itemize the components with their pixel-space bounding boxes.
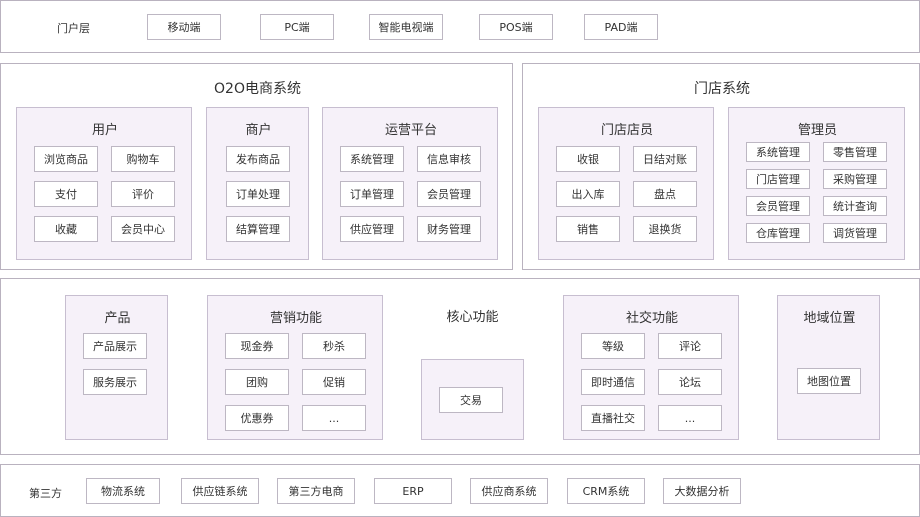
admin-stats-query: 统计查询 [823,196,887,216]
clerk-checkout: 收银 [556,146,620,172]
third-party-logistics: 物流系统 [86,478,160,504]
clerk-return-exchange: 退换货 [633,216,697,242]
admin-purchase-mgmt: 采购管理 [823,169,887,189]
merchant-settlement: 结算管理 [226,216,290,242]
store-admin-group: 管理员 系统管理 零售管理 门店管理 采购管理 会员管理 统计查询 仓库管理 调… [728,107,905,260]
portal-layer: 门户层 移动端 PC端 智能电视端 POS端 PAD端 [0,0,920,53]
marketing-group-buy: 团购 [225,369,289,395]
social-forum: 论坛 [658,369,722,395]
store-admin-title: 管理员 [797,123,837,138]
product-group: 产品 产品展示 服务展示 [65,295,168,440]
user-group: 用户 浏览商品 购物车 支付 评价 收藏 会员中心 [16,107,192,260]
third-party-supplier-system: 供应商系统 [470,478,548,504]
third-party-erp: ERP [374,478,452,504]
o2o-system-title: O2O电商系统 [214,81,301,97]
admin-warehouse-mgmt: 仓库管理 [746,223,810,243]
clerk-inventory: 盘点 [633,181,697,207]
third-party-supply-chain: 供应链系统 [181,478,259,504]
social-more: ... [658,405,722,431]
location-map: 地图位置 [797,368,861,394]
marketing-group-title: 营销功能 [269,311,322,326]
third-party-big-data: 大数据分析 [663,478,741,504]
ops-platform-title: 运营平台 [384,123,437,138]
admin-member-mgmt: 会员管理 [746,196,810,216]
portal-pad: PAD端 [584,14,658,40]
core-function-title: 核心功能 [446,310,499,325]
store-clerk-title: 门店店员 [600,123,653,138]
clerk-daily-reconcile: 日结对账 [633,146,697,172]
admin-retail-mgmt: 零售管理 [823,142,887,162]
marketing-promotion: 促销 [302,369,366,395]
portal-layer-label: 门户层 [57,22,90,35]
merchant-group: 商户 发布商品 订单处理 结算管理 [206,107,309,260]
core-layer-panel: 产品 产品展示 服务展示 营销功能 现金券 秒杀 团购 促销 优惠券 ... 核… [0,278,920,455]
portal-smart-tv: 智能电视端 [369,14,443,40]
marketing-flash-sale: 秒杀 [302,333,366,359]
marketing-cash-coupon: 现金券 [225,333,289,359]
product-group-title: 产品 [104,311,131,326]
service-display: 服务展示 [83,369,147,395]
merchant-order-processing: 订单处理 [226,181,290,207]
merchant-publish-goods: 发布商品 [226,146,290,172]
merchant-group-title: 商户 [245,123,272,138]
ops-finance-mgmt: 财务管理 [417,216,481,242]
store-clerk-group: 门店店员 收银 日结对账 出入库 盘点 销售 退换货 [538,107,714,260]
social-group-title: 社交功能 [625,311,678,326]
store-system-panel: 门店系统 门店店员 收银 日结对账 出入库 盘点 销售 退换货 管理员 系统管理… [522,63,920,270]
marketing-more: ... [302,405,366,431]
admin-transfer-mgmt: 调货管理 [823,223,887,243]
ops-order-mgmt: 订单管理 [340,181,404,207]
product-display: 产品展示 [83,333,147,359]
admin-system-mgmt: 系统管理 [746,142,810,162]
third-party-crm: CRM系统 [567,478,645,504]
ops-supply-mgmt: 供应管理 [340,216,404,242]
location-group: 地域位置 地图位置 [777,295,880,440]
marketing-discount-coupon: 优惠券 [225,405,289,431]
portal-pos: POS端 [479,14,553,40]
core-function-group: 交易 [421,359,524,440]
user-member-center: 会员中心 [111,216,175,242]
marketing-group: 营销功能 现金券 秒杀 团购 促销 优惠券 ... [207,295,383,440]
location-group-title: 地域位置 [803,311,856,326]
social-level: 等级 [581,333,645,359]
user-review: 评价 [111,181,175,207]
user-browse-goods: 浏览商品 [34,146,98,172]
ops-platform-group: 运营平台 系统管理 信息审核 订单管理 会员管理 供应管理 财务管理 [322,107,498,260]
ops-system-mgmt: 系统管理 [340,146,404,172]
clerk-sales: 销售 [556,216,620,242]
core-transaction: 交易 [439,387,503,413]
user-group-title: 用户 [91,123,118,138]
social-live-streaming: 直播社交 [581,405,645,431]
store-system-title: 门店系统 [694,81,750,97]
third-party-label: 第三方 [29,487,62,500]
clerk-inout-stock: 出入库 [556,181,620,207]
social-group: 社交功能 等级 评论 即时通信 论坛 直播社交 ... [563,295,739,440]
portal-mobile: 移动端 [147,14,221,40]
social-instant-messaging: 即时通信 [581,369,645,395]
user-cart: 购物车 [111,146,175,172]
ops-member-mgmt: 会员管理 [417,181,481,207]
o2o-system-panel: O2O电商系统 用户 浏览商品 购物车 支付 评价 收藏 会员中心 商户 发布商… [0,63,513,270]
social-comment: 评论 [658,333,722,359]
third-party-ecommerce: 第三方电商 [277,478,355,504]
third-party-layer: 第三方 物流系统 供应链系统 第三方电商 ERP 供应商系统 CRM系统 大数据… [0,464,920,517]
admin-store-mgmt: 门店管理 [746,169,810,189]
user-pay: 支付 [34,181,98,207]
ops-info-review: 信息审核 [417,146,481,172]
portal-pc: PC端 [260,14,334,40]
user-favorite: 收藏 [34,216,98,242]
